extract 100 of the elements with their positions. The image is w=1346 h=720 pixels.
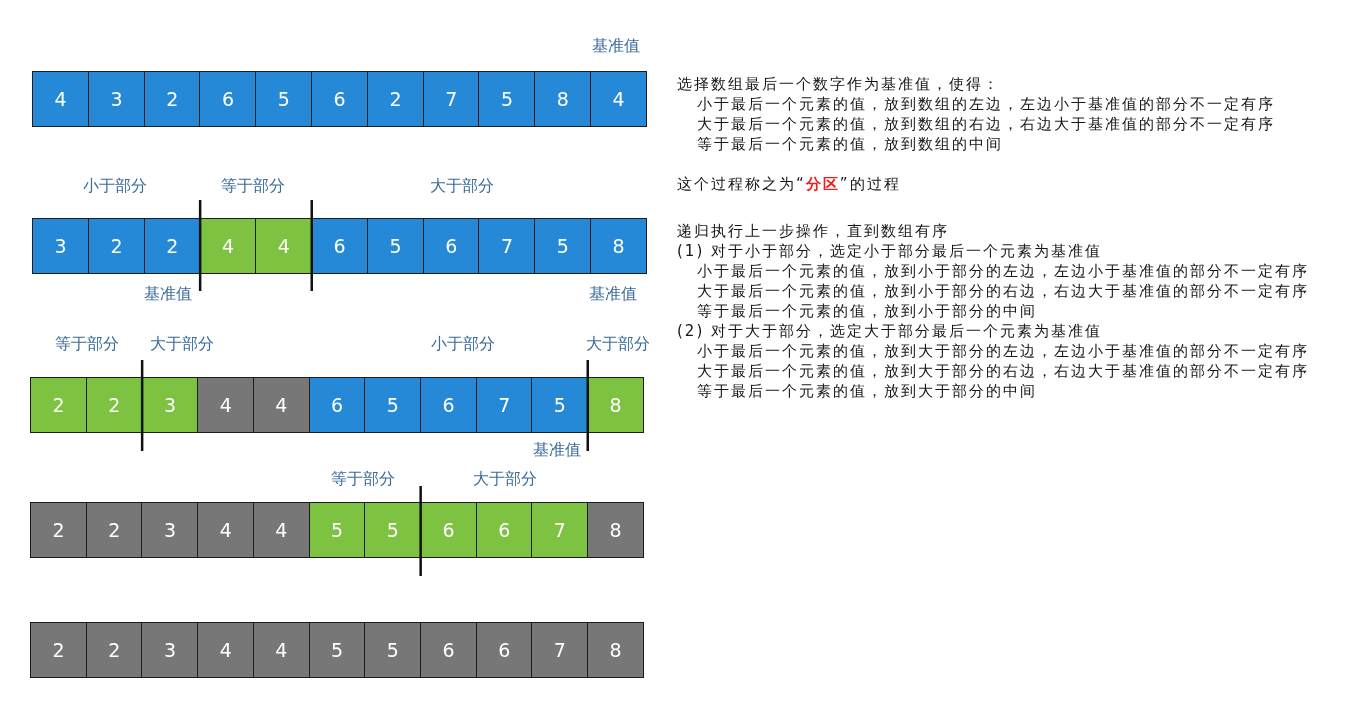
array-cell xyxy=(531,502,589,558)
array-cell xyxy=(30,502,88,558)
cell-value: 4 xyxy=(219,519,232,541)
array-cell xyxy=(422,218,480,274)
cell-value: 4 xyxy=(219,639,232,661)
cell-value: 2 xyxy=(52,639,65,661)
array-cell xyxy=(30,622,88,678)
cell-value: 6 xyxy=(445,235,458,257)
cell-value: 4 xyxy=(219,394,232,416)
array-cell xyxy=(366,71,425,127)
cell-value: 6 xyxy=(442,519,455,541)
array-cell xyxy=(534,71,592,127)
array-cell xyxy=(143,218,201,274)
cell-value: 3 xyxy=(110,88,123,110)
partition-label: 等于部分 xyxy=(221,176,285,196)
array-cell xyxy=(143,71,201,127)
array-cell xyxy=(531,377,589,433)
cell-value: 8 xyxy=(609,639,622,661)
partition-label: 大于部分 xyxy=(430,176,494,196)
explanation-text: 大于最后一个元素的值，放到大于部分的右边，右边大于基准值的部分不一定有序 xyxy=(697,361,1309,381)
cell-value: 3 xyxy=(163,394,177,416)
array-cell xyxy=(32,71,90,127)
array-cell xyxy=(252,502,310,558)
cell-value: 4 xyxy=(54,88,67,110)
array-cell xyxy=(252,377,310,433)
cell-value: 7 xyxy=(445,88,458,110)
array-cell xyxy=(32,218,90,274)
array-cell xyxy=(199,71,257,127)
array-cell xyxy=(422,71,480,127)
cell-value: 2 xyxy=(110,235,123,257)
partition-label: 小于部分 xyxy=(431,334,495,354)
array-cell xyxy=(590,71,648,127)
array-cell xyxy=(308,377,366,433)
cell-value: 3 xyxy=(54,235,67,257)
cell-value: 5 xyxy=(331,639,344,661)
array-cell xyxy=(141,622,199,678)
explanation-text: 小于最后一个元素的值，放到数组的左边，左边小于基准值的部分不一定有序 xyxy=(697,94,1275,114)
cell-value: 3 xyxy=(163,519,177,541)
explanation-text: 递归执行上一步操作，直到数组有序 xyxy=(677,221,949,241)
explanation-text: 等于最后一个元素的值，放到小于部分的中间 xyxy=(697,301,1037,321)
partition-label: 等于部分 xyxy=(55,334,119,354)
array-cell xyxy=(534,218,592,274)
array-cell xyxy=(87,218,146,274)
array-cell xyxy=(419,377,478,433)
cell-value: 5 xyxy=(556,235,569,257)
array-cell xyxy=(364,622,422,678)
array-cell xyxy=(255,71,313,127)
cell-value: 6 xyxy=(498,639,511,661)
array-cell xyxy=(475,502,533,558)
array-cell xyxy=(197,377,255,433)
array-cell xyxy=(87,71,146,127)
array-cell xyxy=(197,502,255,558)
array-cell xyxy=(308,622,366,678)
partition-label: 等于部分 xyxy=(331,469,395,489)
explanation-text: 小于最后一个元素的值，放到小于部分的左边，左边小于基准值的部分不一定有序 xyxy=(697,261,1309,281)
cell-value: 2 xyxy=(108,519,121,541)
array-cell xyxy=(364,377,422,433)
partition-label: 大于部分 xyxy=(150,334,214,354)
pivot-label: 基准值 xyxy=(589,284,637,304)
cell-value: 7 xyxy=(553,519,566,541)
cell-value: 2 xyxy=(166,88,179,110)
cell-value: 4 xyxy=(222,235,235,257)
array-cell xyxy=(478,218,536,274)
cell-value: 6 xyxy=(442,639,455,661)
array-cell xyxy=(587,377,645,433)
array-cell xyxy=(419,502,478,558)
array-cell xyxy=(197,622,255,678)
cell-value: 2 xyxy=(52,519,65,541)
cell-value: 6 xyxy=(442,394,455,416)
cell-value: 6 xyxy=(333,88,346,110)
array-cell xyxy=(475,622,533,678)
explanation-text: 大于最后一个元素的值，放到小于部分的右边，右边大于基准值的部分不一定有序 xyxy=(697,281,1309,301)
explanation-text: (1) 对于小于部分，选定小于部分最后一个元素为基准值 xyxy=(677,241,1102,261)
array-cell xyxy=(85,622,143,678)
array-cell xyxy=(587,622,645,678)
cell-value: 6 xyxy=(222,88,235,110)
cell-value: 6 xyxy=(333,235,346,257)
explanation-text: 小于最后一个元素的值，放到大于部分的左边，左边小于基准值的部分不一定有序 xyxy=(697,341,1309,361)
array-cell xyxy=(255,218,313,274)
cell-value: 5 xyxy=(553,394,566,416)
cell-value: 7 xyxy=(553,639,566,661)
partition-label: 大于部分 xyxy=(473,469,537,489)
array-cell xyxy=(85,502,143,558)
partition-label: 小于部分 xyxy=(83,176,147,196)
pivot-label: 基准值 xyxy=(592,36,640,56)
cell-value: 6 xyxy=(498,519,511,541)
array-cell xyxy=(478,71,536,127)
pivot-label: 基准值 xyxy=(144,284,192,304)
cell-value: 4 xyxy=(612,88,625,110)
array-cell xyxy=(141,502,199,558)
cell-value: 5 xyxy=(277,88,290,110)
cell-value: 4 xyxy=(277,235,290,257)
cell-value: 4 xyxy=(275,519,288,541)
explanation-text: 等于最后一个元素的值，放到数组的中间 xyxy=(697,134,1003,154)
cell-value: 2 xyxy=(108,394,121,416)
cell-value: 3 xyxy=(163,639,177,661)
array-cell xyxy=(419,622,478,678)
array-cell xyxy=(366,218,425,274)
cell-value: 4 xyxy=(275,394,288,416)
cell-value: 5 xyxy=(386,639,399,661)
